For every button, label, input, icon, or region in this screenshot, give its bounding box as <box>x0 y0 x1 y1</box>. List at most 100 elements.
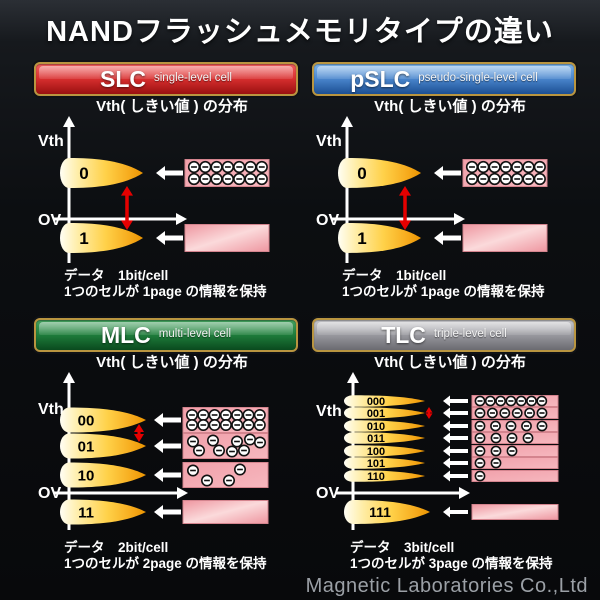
left-arrow-icon <box>434 166 461 180</box>
caption-line1: データ 1bit/cell <box>64 268 169 283</box>
level-label: 00 <box>78 412 95 429</box>
caption-pslc: データ 1bit/cell 1つのセルが 1page の情報を保持 <box>312 268 576 300</box>
banner-label: SLC <box>100 65 146 92</box>
electron-icon <box>255 172 268 186</box>
level-ellipse <box>60 223 143 253</box>
level-ellipse <box>344 457 425 469</box>
level-ellipse <box>60 158 143 188</box>
electron-icon <box>536 407 548 419</box>
axis-arrow-right-icon <box>454 213 465 225</box>
electron-icon <box>490 420 501 432</box>
caption-mlc: データ 2bit/cell 1つのセルが 2page の情報を保持 <box>34 540 298 572</box>
left-arrow-icon <box>443 470 468 482</box>
margin-arrow-icon <box>425 407 433 419</box>
electron-icon <box>499 407 511 419</box>
banner-subtitle: single-level cell <box>154 72 232 85</box>
electron-icon <box>193 444 206 457</box>
charge-box <box>471 457 559 469</box>
electron-icon <box>490 432 502 444</box>
origin-label: OV <box>38 212 61 229</box>
panel-pslc: pSLC pseudo-single-level cell Vth( しきい値 … <box>312 62 576 300</box>
axis-arrow-up-icon <box>63 116 75 127</box>
electron-icon <box>187 435 200 448</box>
charge-box <box>471 470 559 482</box>
electron-icon <box>234 463 247 476</box>
axis-arrow-right-icon <box>176 213 187 225</box>
banner-slc: SLC single-level cell <box>34 62 298 96</box>
caption-line2: 1つのセルが 1page の情報を保持 <box>64 284 267 299</box>
electron-icon <box>187 160 201 174</box>
level-label: 11 <box>78 504 94 521</box>
level-label: 1 <box>357 229 366 248</box>
panel-tlc: TLC triple-level cell Vth( しきい値 ) の分布 Vt… <box>312 318 576 572</box>
caption-line1: データ 2bit/cell <box>64 540 169 555</box>
level-label: 1 <box>79 229 88 248</box>
electron-icon <box>465 172 479 186</box>
banner-label: TLC <box>381 321 426 348</box>
level-ellipse <box>338 223 421 253</box>
level-ellipse <box>60 462 146 488</box>
electron-icon <box>536 420 548 432</box>
electron-icon <box>186 418 199 431</box>
left-arrow-icon <box>443 432 468 444</box>
electron-icon <box>231 418 244 431</box>
electron-icon <box>210 172 223 186</box>
charge-box <box>462 224 548 252</box>
caption-tlc: データ 3bit/cell 1つのセルが 3page の情報を保持 <box>312 540 576 572</box>
left-arrow-icon <box>443 420 468 432</box>
electron-icon <box>197 418 210 431</box>
electron-icon <box>515 395 527 407</box>
banner-mlc: MLC multi-level cell <box>34 318 298 352</box>
electron-icon <box>536 395 548 407</box>
level-label: 111 <box>369 504 391 520</box>
caption-line2: 1つのセルが 2page の情報を保持 <box>64 556 267 571</box>
level-ellipse <box>344 395 425 407</box>
electron-icon <box>233 172 246 186</box>
electron-icon <box>201 474 214 487</box>
level-ellipse <box>344 407 425 419</box>
electron-icon <box>254 436 267 449</box>
origin-label: OV <box>316 212 339 229</box>
chart-title: Vth( しきい値 ) の分布 <box>96 98 248 115</box>
caption-line2: 1つのセルが 3page の情報を保持 <box>350 556 553 571</box>
electron-icon <box>474 395 486 407</box>
electron-icon <box>233 160 246 174</box>
charge-box <box>182 500 269 524</box>
level-ellipse <box>344 420 425 432</box>
banner-subtitle: multi-level cell <box>158 328 232 341</box>
electron-icon <box>511 407 523 419</box>
company-credit: Magnetic Laboratories Co.,Ltd <box>305 575 588 597</box>
electron-icon <box>526 395 537 407</box>
left-arrow-icon <box>434 231 461 245</box>
left-arrow-icon <box>443 407 468 419</box>
left-arrow-icon <box>443 457 468 469</box>
left-arrow-icon <box>443 395 468 407</box>
electron-icon <box>477 160 490 174</box>
left-arrow-icon <box>154 439 181 453</box>
electron-icon <box>488 160 501 174</box>
electron-icon <box>199 160 212 174</box>
electron-icon <box>484 395 496 407</box>
banner-subtitle: pseudo-single-level cell <box>418 72 538 85</box>
electron-icon <box>207 434 220 447</box>
level-label: 0 <box>357 164 366 183</box>
level-ellipse <box>338 158 421 188</box>
electron-icon <box>465 160 479 174</box>
electron-icon <box>242 418 255 431</box>
electron-icon <box>505 420 517 432</box>
left-arrow-icon <box>154 505 181 519</box>
caption-line2: 1つのセルが 1page の情報を保持 <box>342 284 545 299</box>
electron-icon <box>231 408 244 421</box>
axis-arrow-up-icon <box>63 372 75 383</box>
level-ellipse <box>60 499 146 525</box>
electron-icon <box>208 408 221 421</box>
panel-slc: SLC single-level cell Vth( しきい値 ) の分布 Vt… <box>34 62 298 300</box>
level-ellipse <box>344 432 425 444</box>
level-label: 101 <box>367 458 385 470</box>
chart-title: Vth( しきい値 ) の分布 <box>96 354 248 371</box>
margin-arrow-icon <box>399 186 411 230</box>
electron-icon <box>221 160 234 174</box>
electron-icon <box>197 408 210 421</box>
